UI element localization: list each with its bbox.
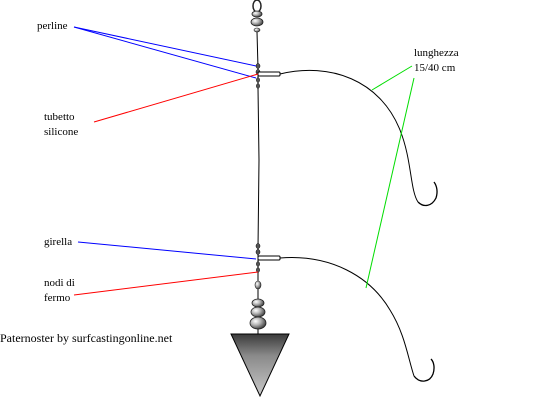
label-lunghezza-line1: lunghezza — [414, 47, 459, 59]
perline-leader-1 — [73, 26, 257, 67]
upper-beads-icon — [255, 63, 261, 89]
lower-hook-icon — [413, 358, 435, 382]
label-nodi-di-fermo: nodi di fermo — [44, 276, 75, 306]
label-lunghezza-line2: 15/40 cm — [414, 62, 456, 74]
label-tubetto-line2: silicone — [44, 126, 79, 138]
upper-silicone-tube — [257, 71, 281, 77]
bottom-swivel-icon — [249, 280, 267, 330]
label-tubetto-line1: tubetto — [44, 111, 75, 123]
caption: Paternoster by surfcastingonline.net — [0, 331, 173, 345]
label-perline: perline — [37, 20, 68, 32]
tubetto-leader — [93, 73, 259, 123]
perline-leader-2 — [73, 26, 257, 79]
label-lunghezza: lunghezza 15/40 cm — [414, 46, 459, 76]
lower-snood — [279, 257, 415, 377]
label-tubetto-silicone: tubetto silicone — [44, 110, 78, 140]
label-nodi-line2: fermo — [44, 292, 71, 304]
label-girella: girella — [44, 236, 73, 248]
lunghezza-leader-2 — [365, 77, 415, 289]
sinker-icon — [230, 333, 290, 398]
lunghezza-leader-1 — [371, 65, 413, 91]
top-swivel-icon — [250, 0, 264, 33]
upper-hook-icon — [417, 181, 438, 207]
girella-leader — [77, 241, 257, 260]
lower-silicone-tube — [257, 255, 281, 261]
label-nodi-line1: nodi di — [44, 277, 75, 289]
upper-snood — [279, 70, 419, 203]
nodi-leader — [73, 271, 259, 296]
